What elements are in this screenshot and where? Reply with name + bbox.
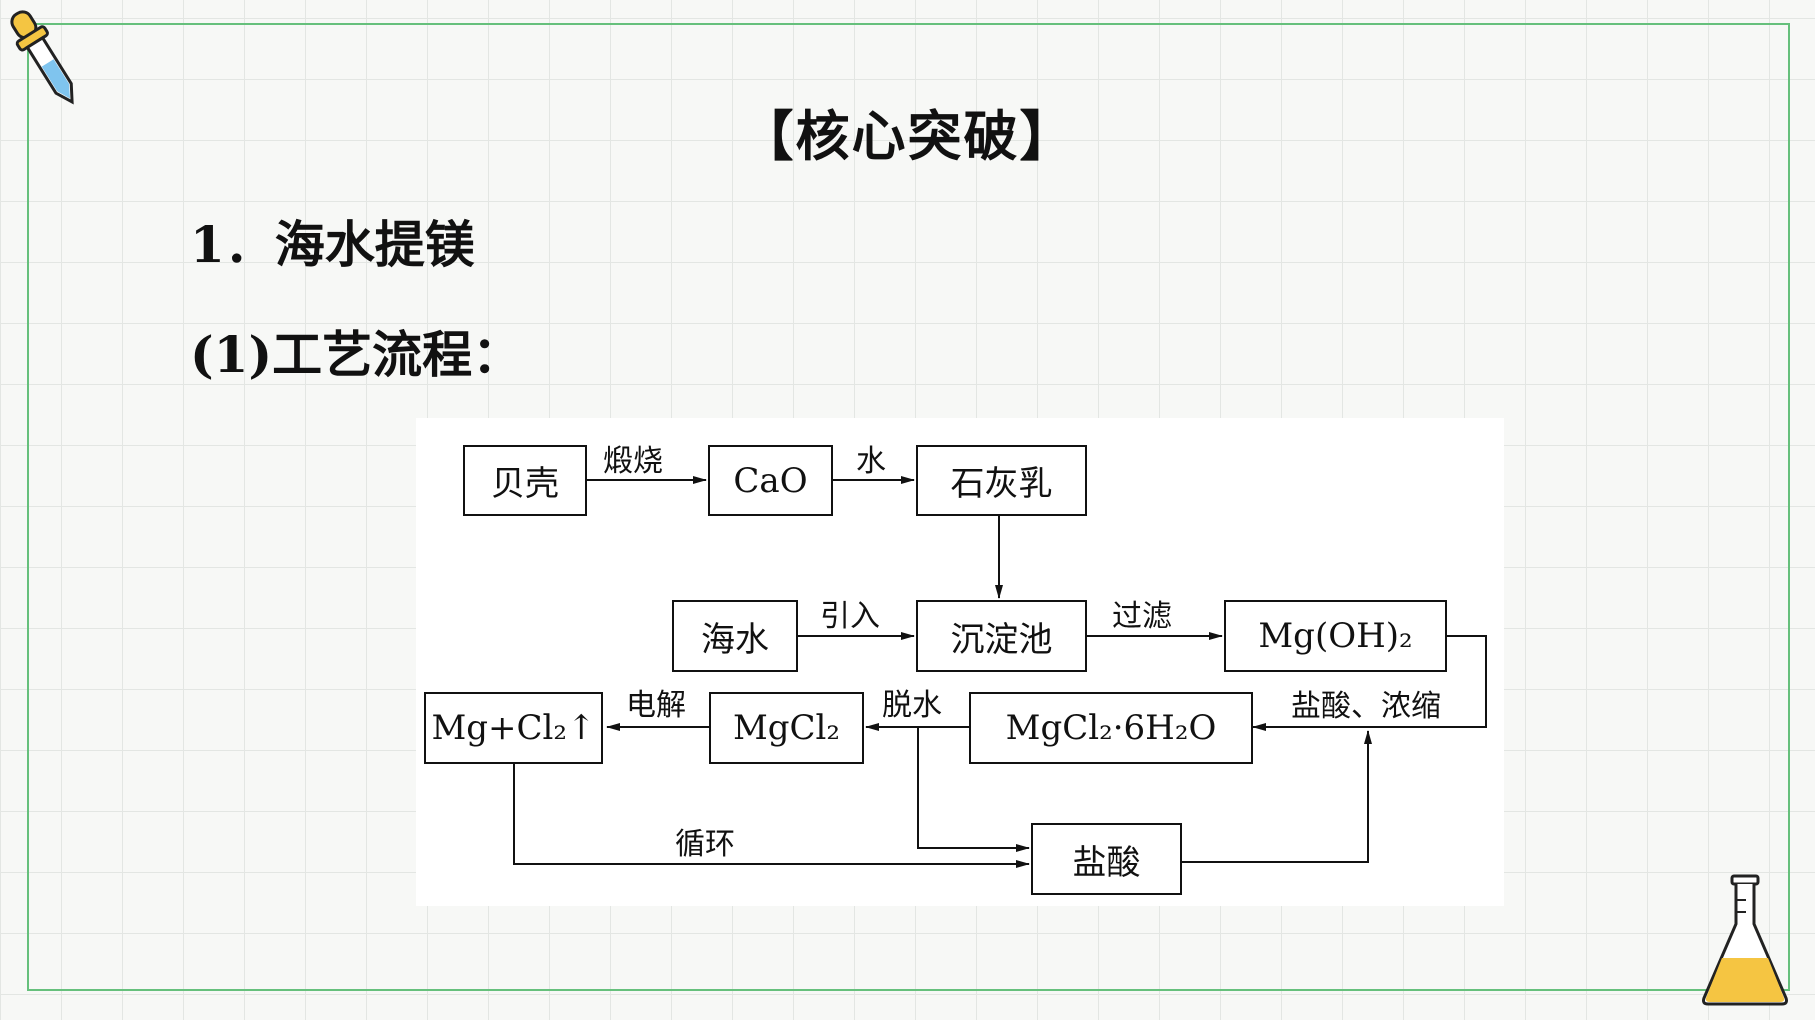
label-introduce: 引入 [820, 599, 880, 634]
node-cao: CaO [708, 445, 833, 516]
slide-frame [27, 23, 1790, 991]
node-hcl: 盐酸 [1031, 823, 1182, 895]
arrow-hcl-to-hydrate [1182, 730, 1372, 863]
section-title: 1．海水提镁 [190, 215, 475, 274]
node-mgcl2: MgCl₂ [709, 692, 864, 764]
node-settling-tank: 沉淀池 [916, 600, 1087, 672]
node-lime-milk: 石灰乳 [916, 445, 1087, 516]
arrow-dehydrate-to-hcl [917, 727, 1030, 852]
label-cycle: 循环 [675, 827, 735, 862]
label-dehydrate: 脱水 [882, 688, 942, 723]
dropper-icon [10, 10, 74, 105]
slide-heading: 【核心突破】 [739, 104, 1076, 168]
label-calcine: 煅烧 [603, 444, 663, 479]
node-shell: 贝壳 [463, 445, 587, 516]
label-water: 水 [856, 444, 886, 479]
node-mg-cl2-product: Mg+Cl₂↑ [424, 692, 603, 764]
node-seawater: 海水 [672, 600, 798, 672]
process-flow-diagram: 贝壳 CaO 石灰乳 海水 沉淀池 Mg(OH)₂ Mg+Cl₂↑ MgCl₂ … [416, 418, 1504, 906]
arrow-cycle-to-hcl [513, 764, 1030, 868]
flask-icon [1702, 874, 1788, 1006]
node-mgcl2-hydrate: MgCl₂·6H₂O [969, 692, 1253, 764]
label-hcl-concentrate: 盐酸、浓缩 [1291, 689, 1441, 724]
flow-connectors [513, 476, 1487, 868]
label-electrolysis: 电解 [626, 688, 686, 723]
subsection-title: (1)工艺流程： [190, 325, 523, 384]
label-filter: 过滤 [1112, 599, 1172, 634]
node-mgoh2: Mg(OH)₂ [1224, 600, 1447, 672]
arrow-mgoh2-to-hydrate [1252, 635, 1487, 731]
